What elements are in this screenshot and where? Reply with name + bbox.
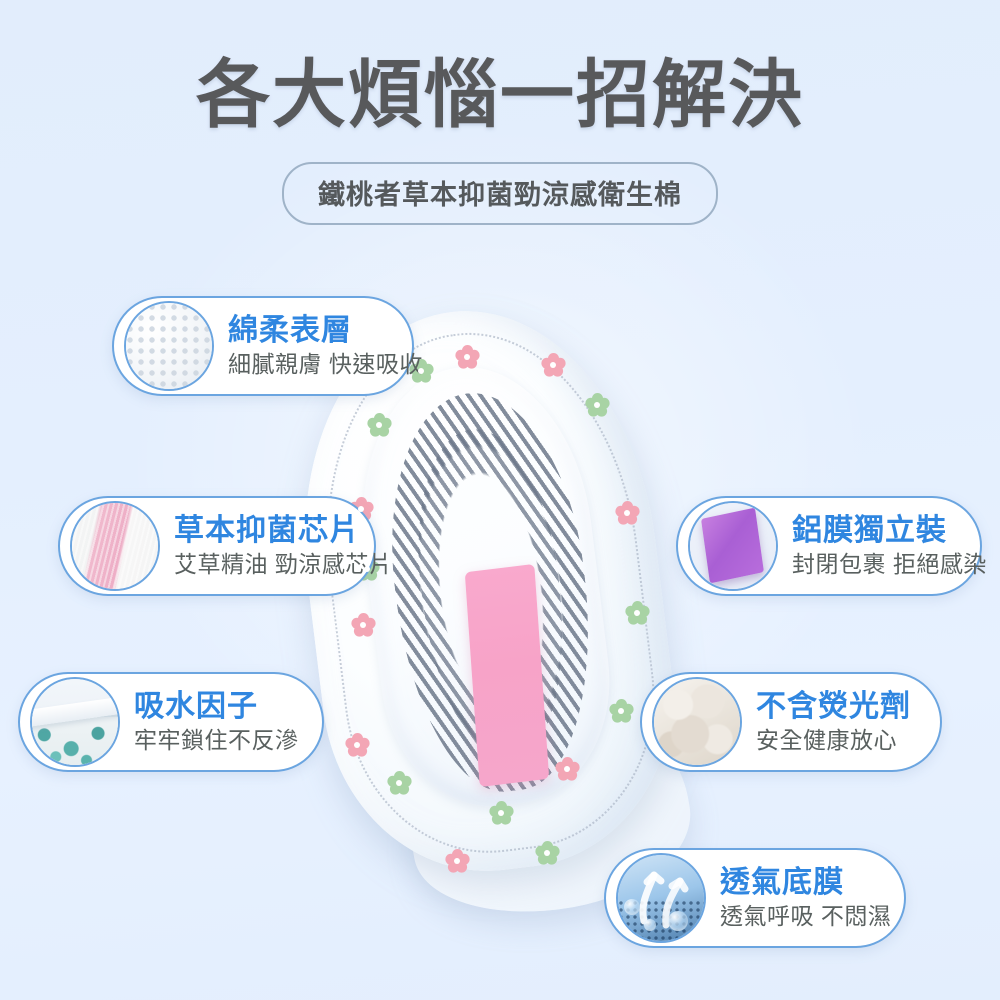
feature-title: 不含熒光劑 xyxy=(756,689,911,723)
flower-print-icon xyxy=(540,352,566,378)
feature-desc: 安全健康放心 xyxy=(756,726,897,753)
flower-print-icon xyxy=(534,840,560,866)
raw-cotton-fluff-icon xyxy=(652,677,742,767)
airflow-breathable-film-icon xyxy=(616,853,706,943)
flower-print-icon xyxy=(554,756,580,782)
flower-print-icon xyxy=(344,732,370,758)
feature-title: 綿柔表層 xyxy=(228,313,352,347)
quilted-cotton-surface-icon xyxy=(124,301,214,391)
flower-print-icon xyxy=(444,848,470,874)
feature-text-block: 鋁膜獨立裝 封閉包裹 拒絕感染 xyxy=(778,514,987,578)
page-title: 各大煩惱一招解決 xyxy=(196,53,804,136)
flower-print-icon xyxy=(488,800,514,826)
flower-print-icon xyxy=(608,698,634,724)
feature-desc: 細膩親膚 快速吸收 xyxy=(228,350,423,377)
flower-print-icon xyxy=(624,600,650,626)
feature-title: 草本抑菌芯片 xyxy=(174,513,360,547)
flower-print-icon xyxy=(454,344,480,370)
feature-callout-no-fluorescer[interactable]: 不含熒光劑 安全健康放心 xyxy=(640,672,942,772)
header: 各大煩惱一招解決 鐵桃者草本抑菌勁涼感衛生棉 xyxy=(0,56,1000,225)
flower-print-icon xyxy=(350,612,376,638)
feature-desc: 透氣呼吸 不悶濕 xyxy=(720,902,892,929)
feature-desc: 艾草精油 勁涼感芯片 xyxy=(174,550,393,577)
flower-print-icon xyxy=(366,412,392,438)
feature-title: 透氣底膜 xyxy=(720,865,844,899)
flower-print-icon xyxy=(584,392,610,418)
feature-title: 吸水因子 xyxy=(134,689,258,723)
purple-foil-packet-icon xyxy=(688,501,778,591)
feature-text-block: 透氣底膜 透氣呼吸 不悶濕 xyxy=(706,866,891,930)
feature-callout-absorb-factor[interactable]: 吸水因子 牢牢鎖住不反滲 xyxy=(18,672,324,772)
feature-text-block: 草本抑菌芯片 艾草精油 勁涼感芯片 xyxy=(160,514,392,578)
product-name-badge: 鐵桃者草本抑菌勁涼感衛生棉 xyxy=(282,161,718,225)
feature-text-block: 綿柔表層 細膩親膚 快速吸收 xyxy=(214,314,423,378)
pink-herbal-chip-icon xyxy=(70,501,160,591)
feature-callout-herbal-chip[interactable]: 草本抑菌芯片 艾草精油 勁涼感芯片 xyxy=(58,496,392,596)
feature-title: 鋁膜獨立裝 xyxy=(792,513,947,547)
feature-desc: 牢牢鎖住不反滲 xyxy=(134,726,299,753)
flower-print-icon xyxy=(386,770,412,796)
absorbent-granule-icon xyxy=(30,677,120,767)
feature-desc: 封閉包裹 拒絕感染 xyxy=(792,550,987,577)
pad-core-strip xyxy=(464,563,550,788)
feature-callout-foil-pack[interactable]: 鋁膜獨立裝 封閉包裹 拒絕感染 xyxy=(676,496,986,596)
feature-callout-breathable-film[interactable]: 透氣底膜 透氣呼吸 不悶濕 xyxy=(604,848,906,948)
feature-callout-soft-surface[interactable]: 綿柔表層 細膩親膚 快速吸收 xyxy=(112,296,422,396)
feature-text-block: 吸水因子 牢牢鎖住不反滲 xyxy=(120,690,299,754)
flower-print-icon xyxy=(614,500,640,526)
feature-text-block: 不含熒光劑 安全健康放心 xyxy=(742,690,911,754)
flower-print-icon xyxy=(408,358,434,384)
